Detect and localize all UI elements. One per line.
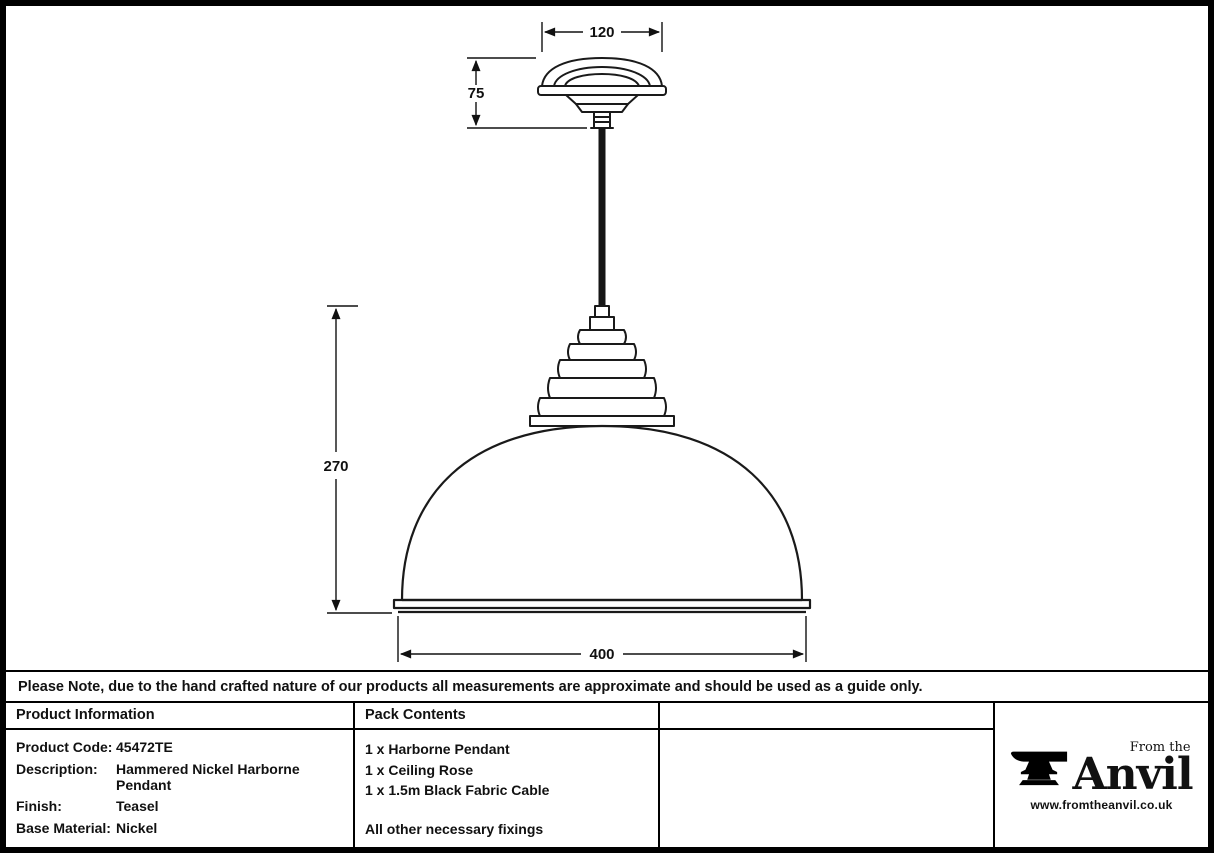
pack-item: 1 x Ceiling Rose bbox=[365, 761, 474, 778]
product-info-header: Product Information bbox=[6, 703, 355, 730]
lamp-gallery bbox=[529, 305, 675, 427]
logo-tagline: From the bbox=[1129, 739, 1191, 755]
note-bar: Please Note, due to the hand crafted nat… bbox=[6, 670, 1208, 703]
base-material-label: Base Material: bbox=[16, 819, 111, 836]
pack-item: 1 x 1.5m Black Fabric Cable bbox=[365, 782, 550, 798]
drawing-area: 120 75 270 400 bbox=[6, 6, 1208, 670]
pack-contents-footer: All other necessary fixings bbox=[365, 820, 544, 837]
dimension-lines bbox=[327, 22, 807, 662]
ceiling-rose bbox=[537, 57, 667, 129]
description-label: Description: bbox=[16, 760, 98, 777]
pack-contents-body: 1 x Harborne Pendant 1 x Ceiling Rose 1 … bbox=[355, 730, 660, 847]
anvil-logo: From the Anvil www.fromtheanvil.co.uk bbox=[1010, 739, 1194, 813]
base-material-value: Nickel bbox=[116, 819, 158, 836]
empty-column-header bbox=[660, 703, 995, 730]
base-material-row: Base Material: Nickel bbox=[16, 820, 343, 836]
product-code-row: Product Code: 45472TE bbox=[16, 739, 343, 755]
anvil-icon bbox=[1011, 751, 1068, 786]
description-row: Description: Hammered Nickel Harborne Pe… bbox=[16, 761, 343, 793]
logo-url: www.fromtheanvil.co.uk bbox=[1030, 798, 1173, 813]
logo-wordmark: Anvil bbox=[1072, 748, 1193, 800]
note-text: Please Note, due to the hand crafted nat… bbox=[18, 679, 923, 695]
dim-rose-height-label: 75 bbox=[468, 85, 485, 102]
pack-item: 1 x Harborne Pendant bbox=[365, 741, 510, 757]
info-table: Product Information Pack Contents From t… bbox=[6, 703, 1208, 847]
finish-row: Finish: Teasel bbox=[16, 798, 343, 814]
empty-column-body bbox=[660, 730, 995, 847]
logo-cell: From the Anvil www.fromtheanvil.co.uk bbox=[995, 703, 1208, 847]
fabric-cable bbox=[598, 128, 606, 310]
pendant-shade bbox=[392, 424, 812, 614]
dimension-labels: 120 75 270 400 bbox=[323, 24, 614, 663]
finish-value: Teasel bbox=[116, 798, 159, 814]
dim-shade-width-label: 400 bbox=[589, 646, 614, 663]
pack-contents-header: Pack Contents bbox=[355, 703, 660, 730]
dim-rose-width-label: 120 bbox=[589, 24, 614, 41]
finish-label: Finish: bbox=[16, 798, 62, 814]
pendant-technical-drawing: 120 75 270 400 bbox=[323, 22, 812, 663]
dim-shade-height-label: 270 bbox=[323, 458, 348, 475]
description-value: Hammered Nickel Harborne Pendant bbox=[116, 760, 300, 793]
product-info-body: Product Code: 45472TE Description: Hamme… bbox=[6, 730, 355, 847]
product-code-label: Product Code: bbox=[16, 739, 113, 755]
product-code-value: 45472TE bbox=[116, 739, 173, 755]
